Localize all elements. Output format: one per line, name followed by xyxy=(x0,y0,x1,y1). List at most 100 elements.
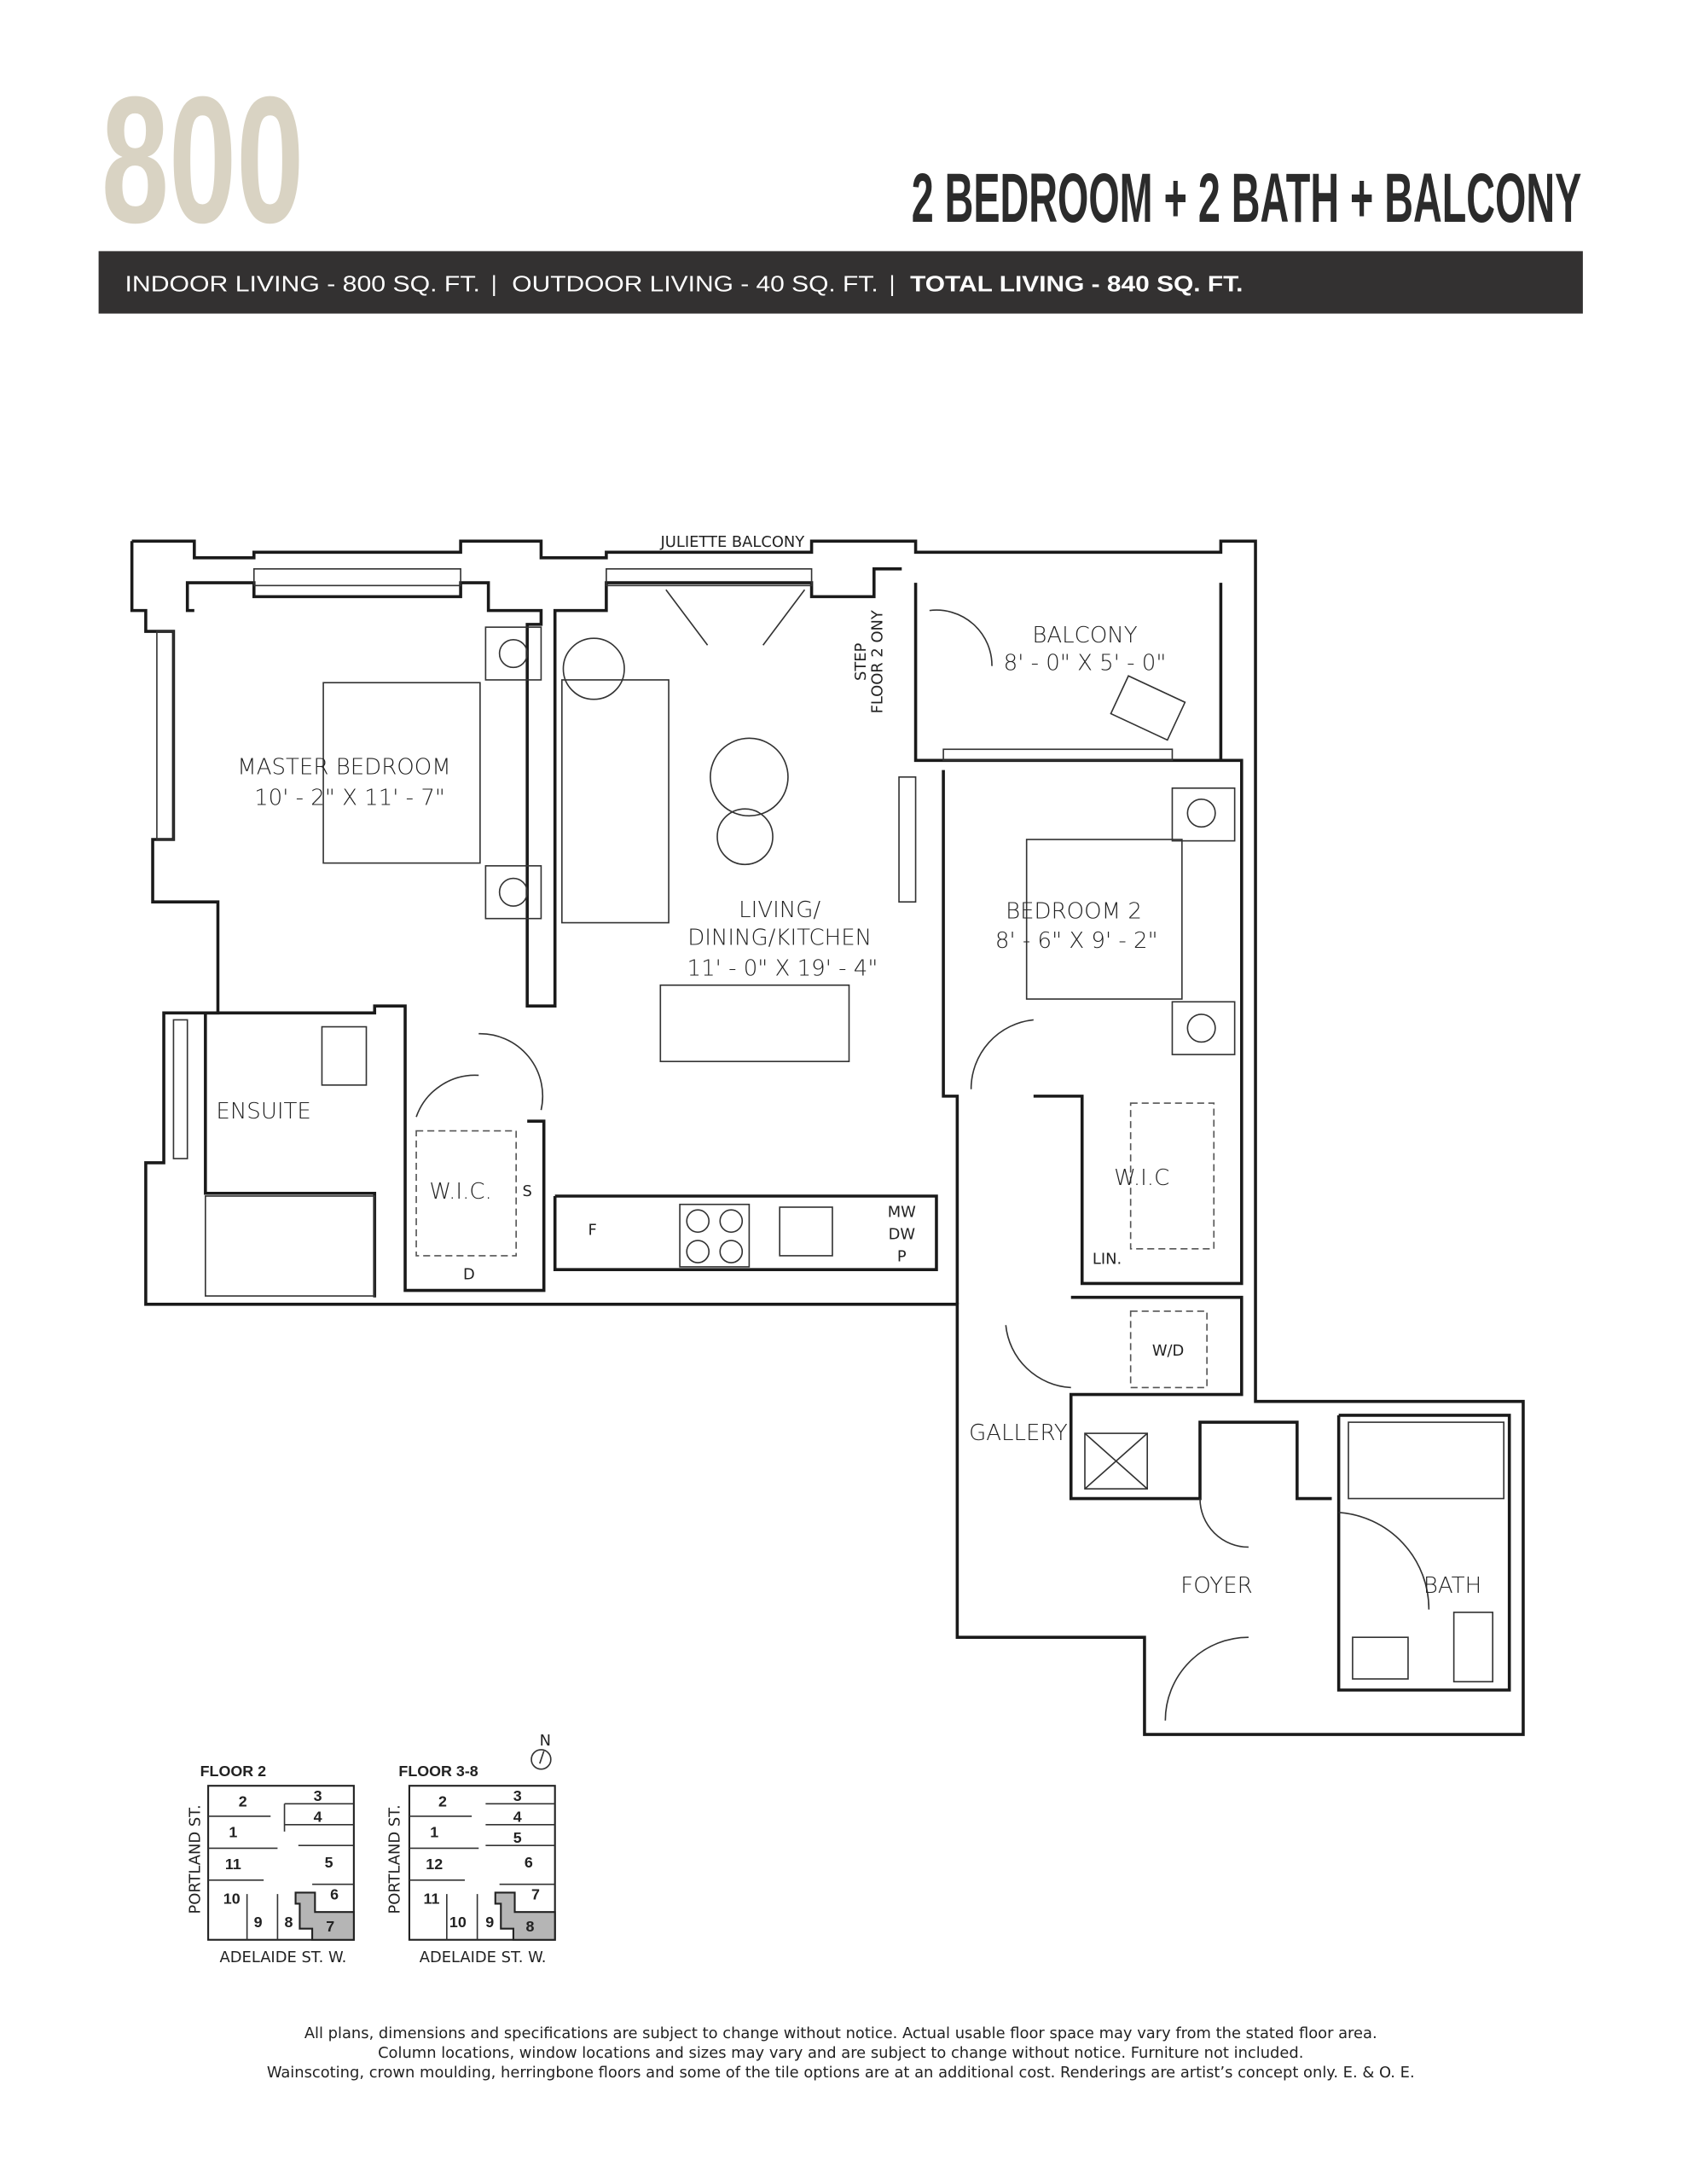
unit-5: 5 xyxy=(325,1854,333,1871)
dishwasher-label: DW xyxy=(889,1225,916,1243)
nightstand xyxy=(484,865,542,920)
unit-5: 5 xyxy=(513,1829,522,1846)
gallery-label: GALLERY xyxy=(969,1420,1068,1446)
lamp xyxy=(498,638,528,669)
door-swing xyxy=(415,589,1430,1721)
bed xyxy=(322,682,481,864)
street-adelaide: ADELAIDE ST. W. xyxy=(420,1949,547,1966)
interior-wall xyxy=(913,583,1244,1286)
north-needle xyxy=(539,1751,545,1764)
unit-8: 8 xyxy=(284,1914,293,1931)
street-portland: PORTLAND ST. xyxy=(186,1804,204,1914)
burner xyxy=(686,1209,710,1234)
vanity-sink xyxy=(1352,1636,1409,1680)
balcony-chair xyxy=(1110,675,1186,741)
dining-table xyxy=(716,808,774,866)
nightstand xyxy=(484,626,542,681)
unit-4: 4 xyxy=(314,1809,322,1826)
window xyxy=(942,748,1174,762)
cooktop xyxy=(679,1203,751,1268)
linen-label: LIN. xyxy=(1093,1251,1122,1269)
interior-wall xyxy=(942,770,959,1304)
unit-type-title: 2 BEDROOM + 2 BATH + BALCONY xyxy=(912,160,1582,237)
bath-label: BATH xyxy=(1423,1573,1481,1599)
unit-1: 1 xyxy=(229,1823,237,1840)
closet-rail xyxy=(1129,1102,1215,1250)
disclaimer-line: Wainscoting, crown moulding, herringbone… xyxy=(267,2064,1415,2082)
master-bedroom-dims: 10' - 2" X 11' - 7" xyxy=(254,785,445,810)
juliette-balcony-label: JULIETTE BALCONY xyxy=(660,533,805,551)
keyplan-title: FLOOR 3-8 xyxy=(398,1763,478,1780)
keyplan-outline xyxy=(207,1785,355,1941)
living-label: LIVING/ xyxy=(739,897,820,923)
keyplan-title: FLOOR 2 xyxy=(200,1763,267,1780)
chair xyxy=(562,637,625,700)
microwave-label: MW xyxy=(888,1203,916,1221)
door-label: D xyxy=(463,1266,475,1284)
unit-7-highlighted: 7 xyxy=(326,1918,334,1935)
burner xyxy=(719,1209,744,1234)
street-adelaide: ADELAIDE ST. W. xyxy=(220,1949,347,1966)
bed xyxy=(1025,839,1183,1000)
keyplan-highlight xyxy=(294,1891,355,1941)
separator: | xyxy=(890,271,896,297)
sink xyxy=(779,1206,833,1257)
washer-dryer xyxy=(1129,1310,1208,1389)
nightstand xyxy=(1171,787,1236,842)
master-bedroom-label: MASTER BEDROOM xyxy=(237,755,450,781)
unit-11: 11 xyxy=(225,1856,241,1873)
unit-6: 6 xyxy=(330,1886,339,1903)
unit-7: 7 xyxy=(531,1886,540,1903)
unit-12: 12 xyxy=(426,1856,443,1873)
mechanical-cross xyxy=(1084,1432,1148,1490)
bathtub xyxy=(1348,1421,1504,1500)
bedroom2-label: BEDROOM 2 xyxy=(1006,899,1142,925)
kitchen-island xyxy=(659,984,850,1063)
balcony-label: BALCONY xyxy=(1032,623,1137,648)
lamp xyxy=(1186,799,1216,828)
unit-1: 1 xyxy=(430,1823,438,1840)
unit-6: 6 xyxy=(525,1854,533,1871)
outdoor-living: OUTDOOR LIVING - 40 SQ. FT. xyxy=(512,271,878,297)
unit-3: 3 xyxy=(513,1787,522,1804)
step-label-floor: FLOOR 2 ONY xyxy=(869,610,887,713)
keyplan-floor-3-8: FLOOR 3-8 2 3 4 5 1 12 6 11 7 10 9 8 POR… xyxy=(386,1732,556,1966)
area-bar xyxy=(98,251,1583,314)
step-label: STEP xyxy=(852,642,870,681)
fridge-label: F xyxy=(588,1222,596,1240)
unit-3: 3 xyxy=(314,1787,322,1804)
interior-wall xyxy=(205,1004,546,1292)
unit-9: 9 xyxy=(485,1914,494,1931)
shelf-label: S xyxy=(522,1182,531,1200)
interior-wall xyxy=(553,1194,938,1271)
window xyxy=(252,568,461,587)
keyplan-dividers xyxy=(208,1803,354,1940)
burner xyxy=(719,1240,744,1263)
floor-plan: JULIETTE BALCONY STEP FLOOR 2 ONY BALCON… xyxy=(130,533,1525,1736)
unit-10: 10 xyxy=(449,1914,467,1931)
lamp xyxy=(498,877,528,907)
living-label-2: DINING/KITCHEN xyxy=(687,926,872,951)
separator: | xyxy=(491,271,497,297)
balcony-dims: 8' - 0" X 5' - 0" xyxy=(1004,651,1167,677)
washer-dryer-label: W/D xyxy=(1152,1342,1184,1360)
interior-wall xyxy=(185,567,902,1008)
interior-wall xyxy=(1336,1414,1511,1692)
window xyxy=(606,568,813,587)
street-portland: PORTLAND ST. xyxy=(386,1804,404,1914)
unit-2: 2 xyxy=(438,1793,447,1810)
ensuite-sink xyxy=(321,1025,368,1086)
disclaimer-line: All plans, dimensions and specifications… xyxy=(304,2024,1377,2042)
total-living: TOTAL LIVING - 840 SQ. FT. xyxy=(910,271,1243,297)
keyplan-dividers xyxy=(409,1803,555,1940)
burner xyxy=(686,1240,710,1263)
exterior-wall xyxy=(130,539,1525,1736)
keyplan-highlight xyxy=(494,1891,556,1941)
unit-number: 800 xyxy=(101,59,304,260)
shower xyxy=(205,1195,376,1297)
tv xyxy=(898,775,917,903)
unit-4: 4 xyxy=(513,1809,522,1826)
unit-10: 10 xyxy=(223,1890,241,1907)
north-compass-icon xyxy=(530,1749,552,1770)
